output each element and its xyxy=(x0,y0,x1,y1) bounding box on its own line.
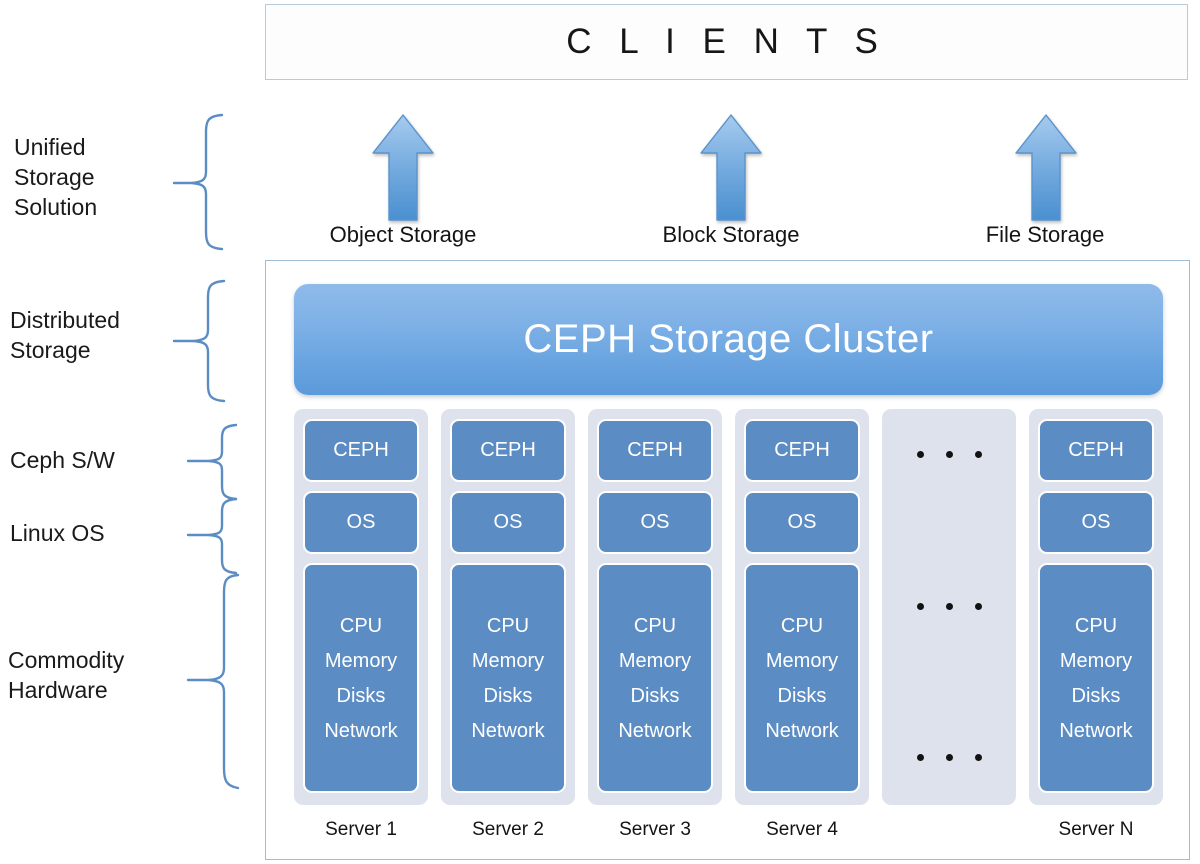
clients-box: C L I E N T S xyxy=(265,4,1188,80)
dot xyxy=(916,602,924,610)
hardware-line: Memory xyxy=(765,649,839,672)
hardware-line: Memory xyxy=(471,649,545,672)
brace-ceph-sw xyxy=(186,422,242,502)
node-os-box: OS xyxy=(450,491,566,554)
dot xyxy=(974,451,982,458)
server-caption xyxy=(882,819,1016,843)
node-hardware-box: CPU Memory Disks Network xyxy=(303,563,419,793)
node-ceph-label: CEPH xyxy=(333,439,389,461)
server-caption: Server 3 xyxy=(619,819,691,840)
hardware-line: CPU xyxy=(1074,614,1118,637)
hardware-line: CPU xyxy=(780,614,824,637)
dot xyxy=(974,754,982,761)
server-caption: Server 4 xyxy=(766,819,838,840)
node-os-box: OS xyxy=(744,491,860,554)
dot xyxy=(945,754,953,761)
server-column: CEPH OS CPU Memory Disks Network Server … xyxy=(735,409,869,849)
node-ceph-label: CEPH xyxy=(1068,439,1124,461)
node-os-label: OS xyxy=(787,511,817,533)
hardware-line: CPU xyxy=(339,614,383,637)
up-arrow-icon xyxy=(1013,113,1079,223)
server-tray: CEPH OS CPU Memory Disks Network xyxy=(294,409,428,805)
node-os-label: OS xyxy=(346,511,376,533)
dot xyxy=(945,451,953,458)
node-os-box: OS xyxy=(597,491,713,554)
ellipsis-icon xyxy=(891,602,1007,610)
interface-caption-object-storage: Object Storage xyxy=(329,222,477,247)
node-hardware-box: CPU Memory Disks Network xyxy=(1038,563,1154,793)
label-commodity-hardware: Commodity Hardware xyxy=(8,647,125,703)
node-ceph-box: CEPH xyxy=(450,419,566,482)
hardware-line: Network xyxy=(618,719,692,742)
hardware-line: Memory xyxy=(1059,649,1133,672)
interface-caption-block-storage: Block Storage xyxy=(662,222,800,247)
node-hardware-box: CPU Memory Disks Network xyxy=(597,563,713,793)
hardware-line: Disks xyxy=(630,684,680,707)
hardware-line: Network xyxy=(324,719,398,742)
server-tray-ellipsis xyxy=(882,409,1016,805)
server-column: CEPH OS CPU Memory Disks Network Server … xyxy=(441,409,575,849)
dot xyxy=(916,451,924,458)
ellipsis-icon xyxy=(891,754,1007,761)
node-os-label: OS xyxy=(1081,511,1111,533)
hardware-line: Disks xyxy=(336,684,386,707)
clients-label: C L I E N T S xyxy=(566,22,887,61)
node-os-box: OS xyxy=(303,491,419,554)
node-ceph-box: CEPH xyxy=(303,419,419,482)
server-tray: CEPH OS CPU Memory Disks Network xyxy=(588,409,722,805)
node-ceph-box: CEPH xyxy=(1038,419,1154,482)
server-caption: Server N xyxy=(1058,819,1134,840)
brace-unified-storage-solution xyxy=(170,112,230,252)
brace-distributed-storage xyxy=(170,278,230,404)
node-os-box: OS xyxy=(1038,491,1154,554)
ceph-storage-cluster-bar: CEPH Storage Cluster xyxy=(294,284,1163,395)
brace-commodity-hardware xyxy=(186,572,242,794)
hardware-line: Network xyxy=(471,719,545,742)
hardware-line: Disks xyxy=(777,684,827,707)
dot xyxy=(945,602,953,610)
hardware-line: Disks xyxy=(483,684,533,707)
server-column-ellipsis xyxy=(882,409,1016,849)
label-ceph-sw: Ceph S/W xyxy=(10,447,115,473)
ceph-architecture-panel: CEPH Storage Cluster CEPH OS CPU Memory … xyxy=(265,260,1190,860)
server-tray: CEPH OS CPU Memory Disks Network xyxy=(735,409,869,805)
hardware-line: Memory xyxy=(618,649,692,672)
interface-caption-file-storage: File Storage xyxy=(985,222,1105,247)
hardware-line: Disks xyxy=(1071,684,1121,707)
hardware-line: CPU xyxy=(633,614,677,637)
ceph-storage-cluster-label: CEPH Storage Cluster xyxy=(523,317,934,361)
node-ceph-box: CEPH xyxy=(597,419,713,482)
hardware-line: Network xyxy=(1059,719,1133,742)
node-os-label: OS xyxy=(493,511,523,533)
server-tray: CEPH OS CPU Memory Disks Network xyxy=(1029,409,1163,805)
server-tray: CEPH OS CPU Memory Disks Network xyxy=(441,409,575,805)
label-unified-storage-solution: Unified Storage Solution xyxy=(14,134,98,220)
hardware-line: CPU xyxy=(486,614,530,637)
node-ceph-label: CEPH xyxy=(774,439,830,461)
hardware-line: Network xyxy=(765,719,839,742)
node-ceph-label: CEPH xyxy=(480,439,536,461)
label-linux-os: Linux OS xyxy=(10,520,105,546)
node-hardware-box: CPU Memory Disks Network xyxy=(744,563,860,793)
brace-linux-os xyxy=(186,496,242,576)
server-column: CEPH OS CPU Memory Disks Network Server … xyxy=(588,409,722,849)
up-arrow-icon xyxy=(698,113,764,223)
node-ceph-box: CEPH xyxy=(744,419,860,482)
up-arrow-icon xyxy=(370,113,436,223)
dot xyxy=(974,602,982,610)
server-caption: Server 2 xyxy=(472,819,544,840)
server-column: CEPH OS CPU Memory Disks Network Server … xyxy=(294,409,428,849)
node-hardware-box: CPU Memory Disks Network xyxy=(450,563,566,793)
ellipsis-icon xyxy=(891,451,1007,458)
dot xyxy=(916,754,924,761)
server-column: CEPH OS CPU Memory Disks Network Server … xyxy=(1029,409,1163,849)
server-row: CEPH OS CPU Memory Disks Network Server … xyxy=(294,409,1163,849)
label-distributed-storage: Distributed Storage xyxy=(10,307,120,363)
node-os-label: OS xyxy=(640,511,670,533)
hardware-line: Memory xyxy=(324,649,398,672)
server-caption: Server 1 xyxy=(325,819,397,840)
node-ceph-label: CEPH xyxy=(627,439,683,461)
